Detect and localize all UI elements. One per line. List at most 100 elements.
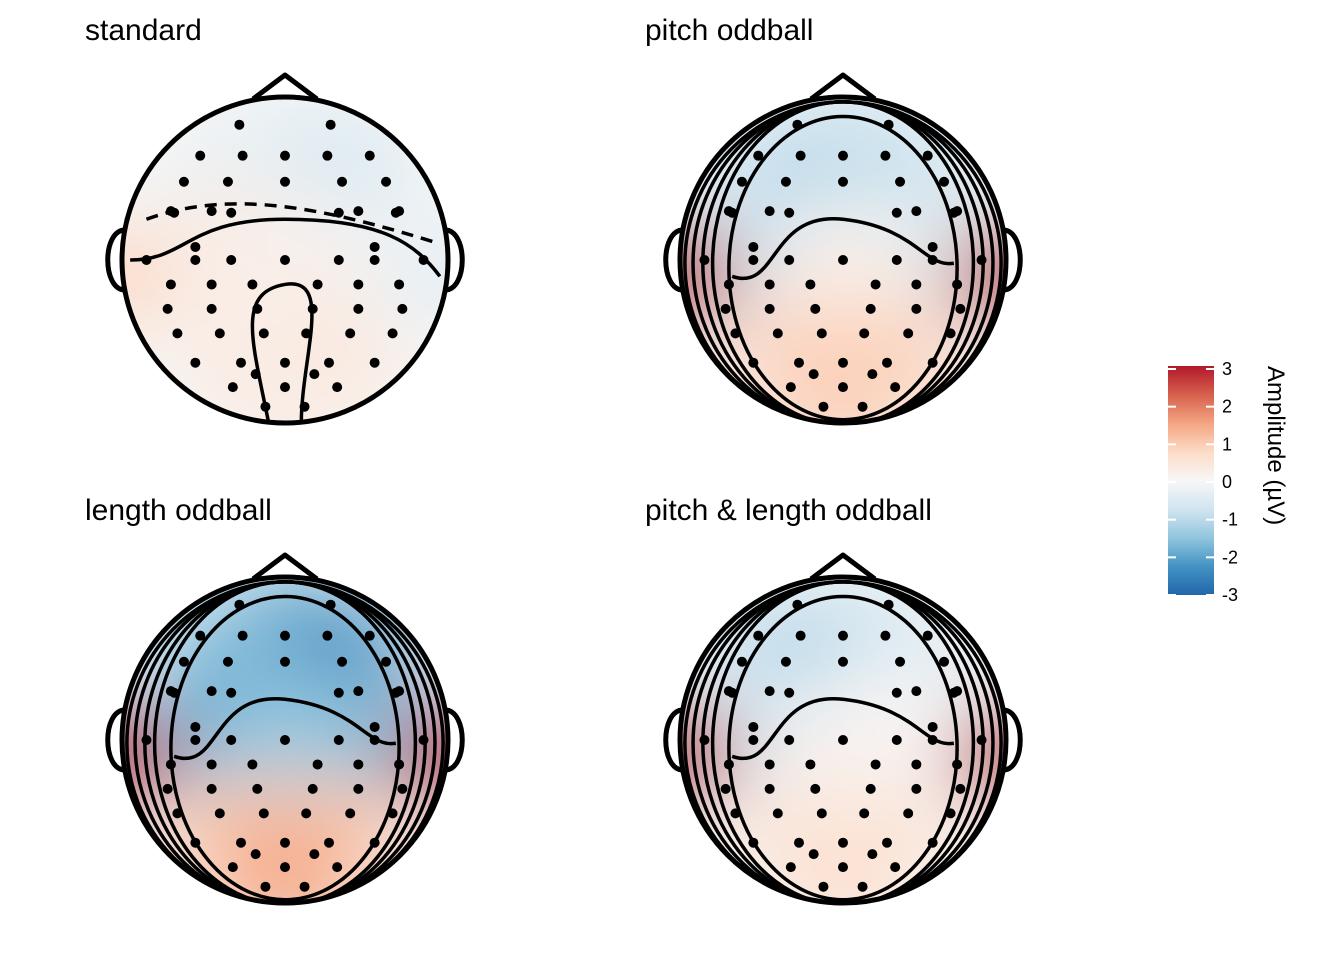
contour-line: [710, 100, 976, 423]
electrode-point: [364, 150, 375, 161]
electrode-point: [333, 207, 344, 218]
electrode-point: [945, 808, 956, 819]
electrode-point: [753, 150, 764, 161]
colorbar-title: Amplitude (µV): [1262, 366, 1289, 525]
electrode-point: [369, 255, 380, 265]
electrode-point: [418, 735, 429, 745]
amplitude-region-far-right: [399, 224, 448, 329]
electrode-point: [165, 279, 176, 290]
electrode-point: [252, 783, 263, 794]
electrode-point: [247, 279, 258, 290]
electrode-point: [895, 656, 906, 667]
electrode-point: [353, 206, 364, 217]
amplitude-field: [680, 97, 1006, 423]
electrode-point: [880, 150, 891, 161]
electrode-point: [324, 837, 335, 848]
colorbar-tick-label: -2: [1222, 547, 1238, 567]
electrode-point: [882, 357, 893, 368]
electrode-point: [141, 735, 152, 745]
electrode-point: [333, 735, 344, 745]
electrode-point: [891, 255, 902, 265]
electrode-point: [976, 735, 987, 745]
electrode-point: [748, 255, 759, 265]
electrode-point: [785, 862, 796, 873]
panel-title: pitch & length oddball: [645, 494, 932, 527]
electrode-point: [280, 255, 290, 265]
electrode-point: [214, 808, 225, 819]
right-ear-icon: [1002, 227, 1023, 293]
electrode-point: [784, 735, 795, 745]
electrode-point: [911, 279, 922, 290]
electrode-point: [260, 401, 271, 412]
electrode-point: [250, 849, 261, 860]
panel-pitch-oddball: pitch oddball: [645, 14, 1023, 426]
electrode-point: [345, 808, 356, 819]
electrode-point: [353, 279, 364, 290]
electrode-point: [280, 630, 290, 641]
electrode-point: [838, 255, 848, 265]
electrode-point: [250, 369, 261, 380]
electrode-point: [178, 656, 189, 667]
electrode-point: [720, 303, 731, 314]
electrode-point: [945, 328, 956, 339]
electrode-point: [748, 241, 759, 252]
contour-line: [152, 580, 418, 903]
nose-icon: [251, 72, 319, 101]
electrode-point: [206, 206, 217, 217]
electrode-point: [190, 241, 201, 252]
panel-title: standard: [85, 14, 202, 47]
electrode-point: [322, 150, 333, 161]
panel-standard: standard: [85, 14, 465, 426]
electrode-point: [369, 837, 380, 848]
electrode-point: [312, 759, 323, 770]
electrode-point: [234, 599, 245, 610]
electrode-point: [818, 401, 829, 412]
electrode-point: [165, 759, 176, 770]
electrode-point: [162, 303, 173, 314]
colorbar-tick-label: -1: [1222, 510, 1238, 530]
electrode-point: [299, 881, 310, 892]
electrode-point: [394, 279, 405, 290]
electrode-point: [793, 837, 804, 848]
electrode-point: [816, 808, 827, 819]
electrode-point: [818, 881, 829, 892]
electrode-point: [922, 150, 933, 161]
electrode-point: [785, 382, 796, 393]
electrode-point: [190, 837, 201, 848]
electrode-point: [890, 382, 901, 393]
electrode-point: [867, 849, 878, 860]
electrode-point: [927, 735, 938, 745]
contour-line: [731, 697, 955, 761]
electrode-point: [325, 119, 336, 130]
electrode-point: [301, 328, 312, 339]
electrode-point: [922, 630, 933, 641]
electrode-point: [784, 207, 795, 218]
electrode-point: [948, 687, 959, 698]
electrode-point: [397, 303, 408, 314]
electrode-point: [870, 279, 881, 290]
electrode-point: [795, 150, 806, 161]
electrode-point: [772, 328, 783, 339]
contour-line: [727, 594, 959, 902]
electrode-point: [764, 686, 775, 697]
electrode-point: [810, 783, 821, 794]
contour-line: [710, 580, 976, 903]
electrode-point: [397, 783, 408, 794]
electrode-point: [345, 328, 356, 339]
electrode-point: [736, 656, 747, 667]
contour-line: [169, 594, 401, 902]
electrode-point: [364, 630, 375, 641]
amplitude-region-back: [777, 813, 909, 903]
electrode-point: [895, 176, 906, 187]
panel-title: pitch oddball: [645, 14, 813, 47]
electrode-point: [353, 686, 364, 697]
amplitude-field: [680, 577, 1006, 903]
electrode-point: [911, 783, 922, 794]
electrode-point: [190, 255, 201, 265]
electrode-point: [882, 837, 893, 848]
electrode-point: [911, 303, 922, 314]
electrode-point: [772, 808, 783, 819]
electrode-point: [178, 176, 189, 187]
electrode-point: [903, 328, 914, 339]
